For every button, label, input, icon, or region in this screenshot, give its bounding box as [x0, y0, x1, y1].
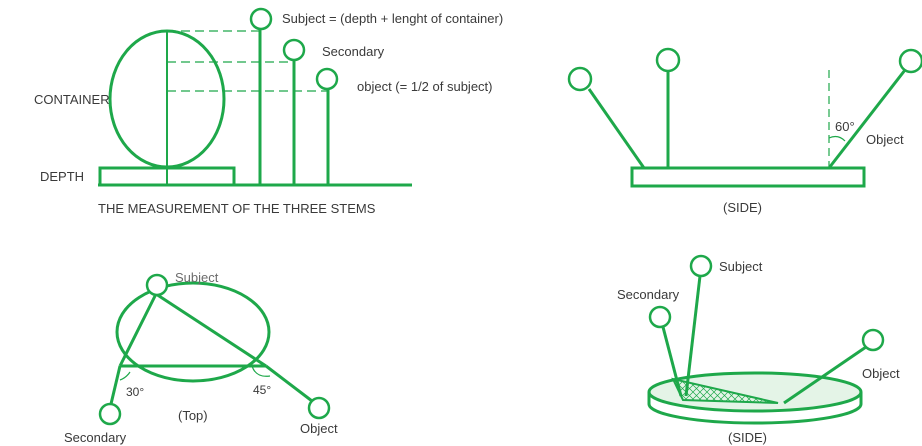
- subject-bloom-icon: [689, 254, 713, 278]
- subject-right-line: [155, 292, 267, 368]
- secondary-stem: [109, 365, 122, 405]
- object-bloom-icon: [307, 396, 331, 420]
- subject-stem: [684, 275, 702, 397]
- object-bloom-icon: [861, 328, 885, 352]
- object-formula-label: object (= 1/2 of subject): [357, 79, 493, 94]
- secondary-bloom-icon: [282, 38, 306, 62]
- object-label: Object: [866, 132, 904, 147]
- object-stem: [783, 345, 867, 405]
- secondary-stem: [587, 88, 646, 169]
- object-stem: [265, 364, 313, 403]
- secondary-bloom-icon: [648, 305, 672, 329]
- vase-box: [630, 166, 866, 188]
- secondary-bloom-icon: [567, 66, 593, 92]
- secondary-label: Secondary: [322, 44, 385, 59]
- measurement-caption: THE MEASUREMENT OF THE THREE STEMS: [98, 201, 376, 216]
- object-bloom-icon: [315, 67, 339, 91]
- subject-formula-label: Subject = (depth + lenght of container): [282, 11, 503, 26]
- subject-label: Subject: [175, 270, 219, 285]
- secondary-bloom-icon: [98, 402, 122, 426]
- object-bloom-icon: [898, 48, 922, 74]
- side-view-panel: 60° Object (SIDE): [567, 47, 922, 215]
- secondary-stem: [661, 326, 683, 397]
- top-caption: (Top): [178, 408, 208, 423]
- subject-bloom-icon: [145, 273, 169, 297]
- angle-60-label: 60°: [835, 119, 855, 134]
- angle-45-arc: [251, 365, 271, 377]
- secondary-label: Secondary: [64, 430, 127, 445]
- subject-bloom-icon: [655, 47, 681, 73]
- angle-arc: [828, 135, 846, 142]
- container-label: CONTAINER: [34, 92, 110, 107]
- object-label: Object: [300, 421, 338, 436]
- object-label: Object: [862, 366, 900, 381]
- subject-bloom-icon: [249, 7, 273, 31]
- side-caption: (SIDE): [723, 200, 762, 215]
- secondary-label: Secondary: [617, 287, 680, 302]
- subject-label: Subject: [719, 259, 763, 274]
- vase-top-ellipse: [115, 281, 271, 383]
- subject-left-line: [118, 293, 158, 367]
- angle-30-arc: [119, 371, 131, 381]
- angle-45-label: 45°: [253, 383, 271, 397]
- depth-label: DEPTH: [40, 169, 84, 184]
- angle-30-label: 30°: [126, 385, 144, 399]
- perspective-view-panel: Subject Secondary Object (SIDE): [617, 254, 900, 445]
- top-view-panel: Subject 30° 45° (Top) Object Secondary: [64, 270, 338, 445]
- measurement-panel: Subject = (depth + lenght of container) …: [34, 7, 503, 216]
- perspective-caption: (SIDE): [728, 430, 767, 445]
- object-stem: [827, 69, 907, 169]
